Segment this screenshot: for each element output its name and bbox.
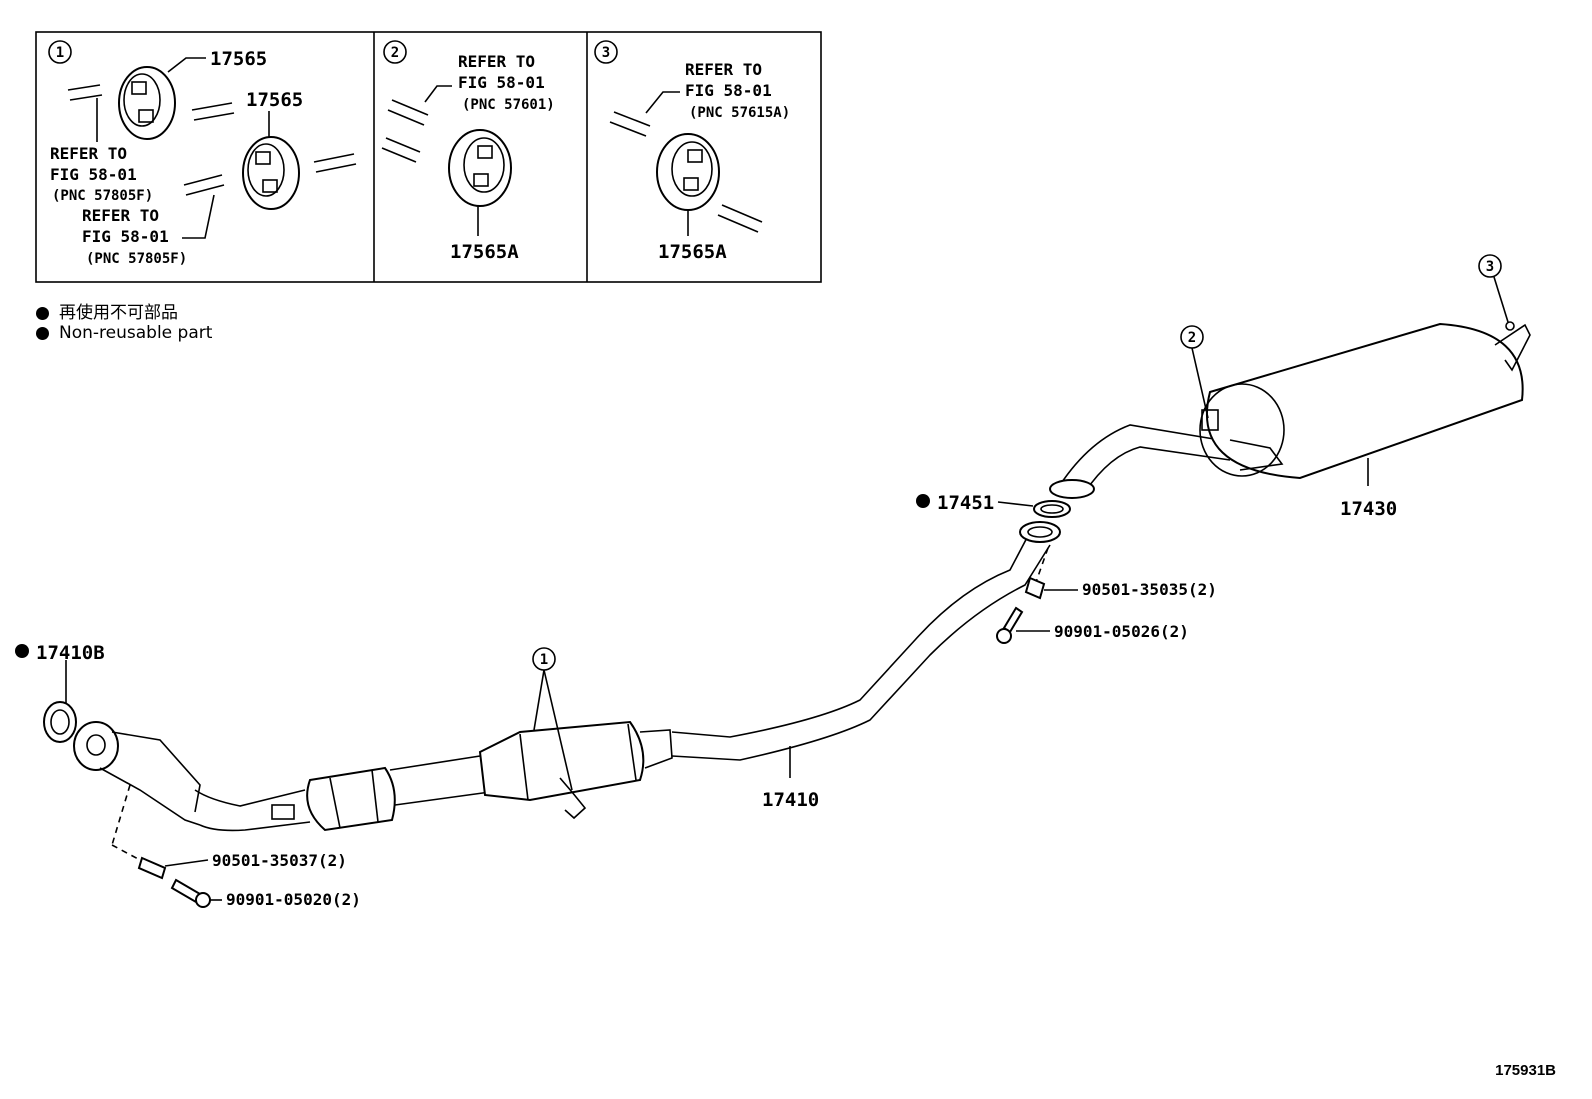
- hanger-icon: [242, 136, 300, 210]
- muffler-17430-icon: [1049, 322, 1531, 499]
- bolt-icon: [996, 606, 1024, 644]
- part-label: 17565A: [450, 241, 519, 263]
- refer-line: FIG 58-01: [82, 227, 169, 246]
- refer-line: REFER TO: [82, 206, 159, 225]
- non-reusable-dot: [36, 306, 49, 320]
- refer-line: FIG 58-01: [685, 81, 772, 100]
- legend-jp: 再使用不可部品: [36, 298, 178, 323]
- gasket-17451-icon: [1033, 500, 1071, 518]
- refer-line: REFER TO: [685, 60, 762, 79]
- refer-line: FIG 58-01: [50, 165, 137, 184]
- nut-icon: [1024, 576, 1046, 600]
- legend-en-text: Non-reusable part: [59, 323, 213, 343]
- non-reusable-dot: [916, 494, 930, 508]
- refer-line: REFER TO: [50, 144, 127, 163]
- part-label: 17410: [762, 789, 819, 811]
- callout-2: 2: [1188, 330, 1196, 346]
- refer-line: (PNC 57805F): [52, 188, 153, 204]
- hanger-icon: [656, 133, 720, 211]
- inset-2: 2 REFER TO FIG 58-01 (PNC 57601) 17565A: [381, 40, 555, 263]
- non-reusable-dot: [36, 326, 49, 340]
- refer-line: (PNC 57615A): [689, 105, 790, 121]
- gasket-17410b-icon: [43, 701, 77, 743]
- hanger-icon: [448, 129, 512, 207]
- part-label: 17565A: [658, 241, 727, 263]
- part-label: 17410B: [36, 642, 105, 664]
- figure-code: 175931B: [1495, 1062, 1556, 1079]
- part-label: 17451: [937, 492, 994, 514]
- legend-en: Non-reusable part: [36, 323, 212, 343]
- part-label: 17430: [1340, 498, 1397, 520]
- refer-line: FIG 58-01: [458, 73, 545, 92]
- non-reusable-dot: [15, 644, 29, 658]
- inset-1-number: 1: [56, 45, 64, 61]
- inset-3-number: 3: [602, 45, 610, 61]
- part-label: 17565: [246, 89, 303, 111]
- rod-icon: [67, 84, 357, 196]
- callout-3: 3: [1486, 259, 1494, 275]
- inset-panels: [35, 31, 822, 283]
- refer-line: (PNC 57601): [462, 97, 555, 113]
- callout-1: 1: [540, 652, 548, 668]
- refer-line: REFER TO: [458, 52, 535, 71]
- part-label: 90901-05020(2): [226, 890, 361, 909]
- rod-icon: [609, 111, 763, 233]
- part-label: 90501-35037(2): [212, 851, 347, 870]
- inset-1: 1 17565 17565 REFER TO FIG 58-01 (PN: [48, 40, 357, 267]
- nut-icon: [137, 856, 167, 880]
- inset-3: 3 REFER TO FIG 58-01 (PNC 57615A) 17565A: [594, 40, 790, 263]
- legend-jp-text: 再使用不可部品: [59, 303, 178, 323]
- part-label: 90901-05026(2): [1054, 622, 1189, 641]
- refer-line: (PNC 57805F): [86, 251, 187, 267]
- inset-2-number: 2: [391, 45, 399, 61]
- hanger-icon: [118, 66, 176, 140]
- part-label: 90501-35035(2): [1082, 580, 1217, 599]
- part-label: 17565: [210, 48, 267, 70]
- front-pipe-17410-icon: [73, 521, 1061, 832]
- bolt-icon: [170, 878, 211, 908]
- rod-icon: [381, 99, 429, 163]
